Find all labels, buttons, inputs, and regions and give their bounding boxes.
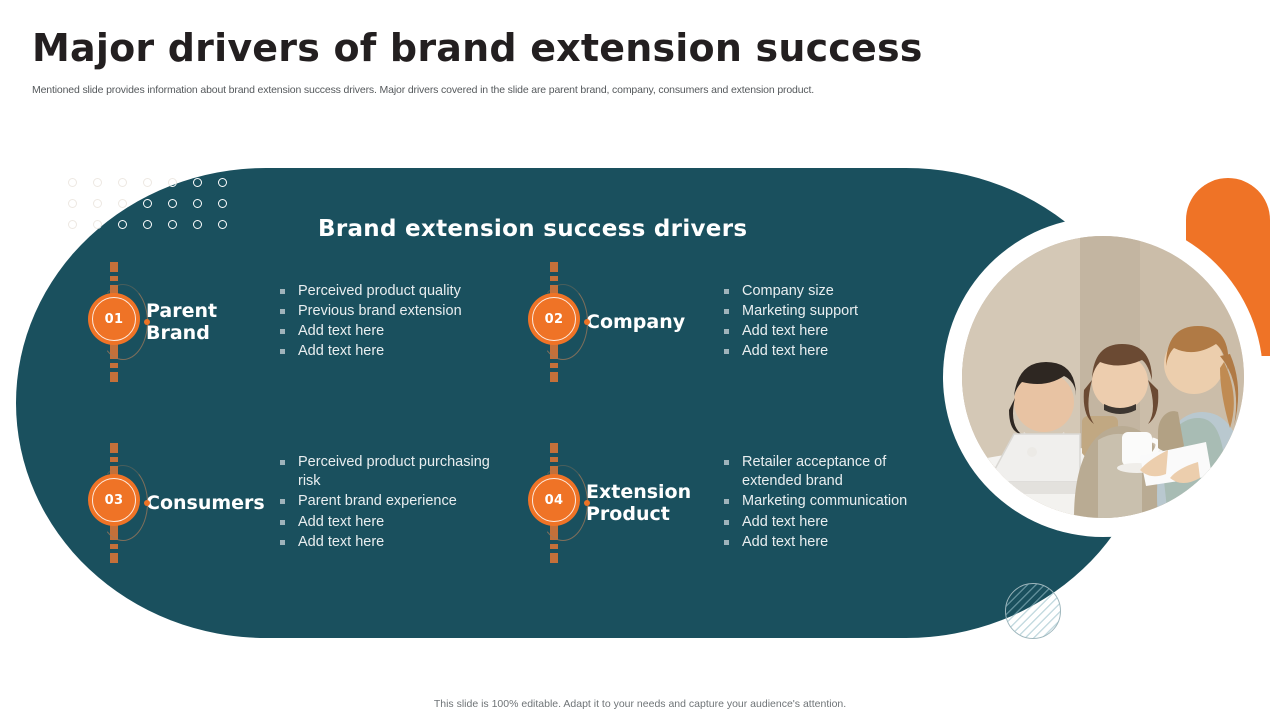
badge-ring-icon [92, 297, 136, 341]
badge-number: 01 [104, 311, 124, 327]
dot-grid-decoration [68, 178, 227, 241]
driver-item-consumers[interactable]: 03 Consumers Perceived product purchasin… [88, 443, 490, 563]
number-badge: 04 [528, 474, 580, 526]
driver-item-company[interactable]: 02 Company Company size Marketing suppor… [528, 262, 934, 382]
driver-bullet-list: Perceived product purchasing risk Parent… [278, 453, 490, 553]
number-badge: 01 [88, 293, 140, 345]
team-photo [962, 236, 1244, 518]
badge-number: 03 [104, 492, 124, 508]
list-item: Perceived product quality [278, 282, 490, 301]
badge-number: 04 [544, 492, 564, 508]
number-badge: 02 [528, 293, 580, 345]
list-item: Parent brand experience [278, 492, 490, 511]
arc-dot-icon [584, 319, 590, 325]
list-item: Previous brand extension [278, 302, 490, 321]
badge-ring-icon [532, 297, 576, 341]
driver-item-extension-product[interactable]: 04 Extension Product Retailer acceptance… [528, 443, 934, 563]
list-item: Retailer acceptance of extended brand [722, 453, 934, 491]
list-item: Add text here [278, 533, 490, 552]
arc-dot-icon [144, 319, 150, 325]
number-badge: 03 [88, 474, 140, 526]
driver-marker: 02 [528, 262, 590, 382]
badge-ring-icon [92, 478, 136, 522]
driver-label: Consumers [146, 491, 265, 514]
badge-number: 02 [544, 311, 564, 327]
list-item: Company size [722, 282, 934, 301]
list-item: Add text here [722, 322, 934, 341]
list-item: Add text here [722, 533, 934, 552]
driver-bullet-list: Perceived product quality Previous brand… [278, 282, 490, 363]
list-item: Marketing support [722, 302, 934, 321]
list-item: Add text here [278, 342, 490, 361]
list-item: Perceived product purchasing risk [278, 453, 490, 491]
footer-note: This slide is 100% editable. Adapt it to… [433, 698, 847, 710]
hatched-circle-decoration [1005, 583, 1061, 639]
driver-bullet-list: Retailer acceptance of extended brand Ma… [722, 453, 934, 553]
driver-marker: 01 [88, 262, 150, 382]
arc-dot-icon [144, 500, 150, 506]
driver-item-parent-brand[interactable]: 01 Parent Brand Perceived product qualit… [88, 262, 490, 382]
driver-label: Company [586, 310, 686, 333]
badge-ring-icon [532, 478, 576, 522]
driver-marker: 04 [528, 443, 590, 563]
driver-label: Parent Brand [146, 299, 218, 344]
list-item: Add text here [722, 342, 934, 361]
driver-label: Extension Product [586, 480, 692, 525]
list-item: Add text here [722, 513, 934, 532]
list-item: Marketing communication [722, 492, 934, 511]
driver-bullet-list: Company size Marketing support Add text … [722, 282, 934, 363]
page-title: Major drivers of brand extension success [32, 26, 923, 70]
list-item: Add text here [278, 322, 490, 341]
panel-title: Brand extension success drivers [318, 216, 748, 242]
arc-dot-icon [584, 500, 590, 506]
list-item: Add text here [278, 513, 490, 532]
page-subtitle: Mentioned slide provides information abo… [32, 84, 815, 96]
driver-marker: 03 [88, 443, 150, 563]
